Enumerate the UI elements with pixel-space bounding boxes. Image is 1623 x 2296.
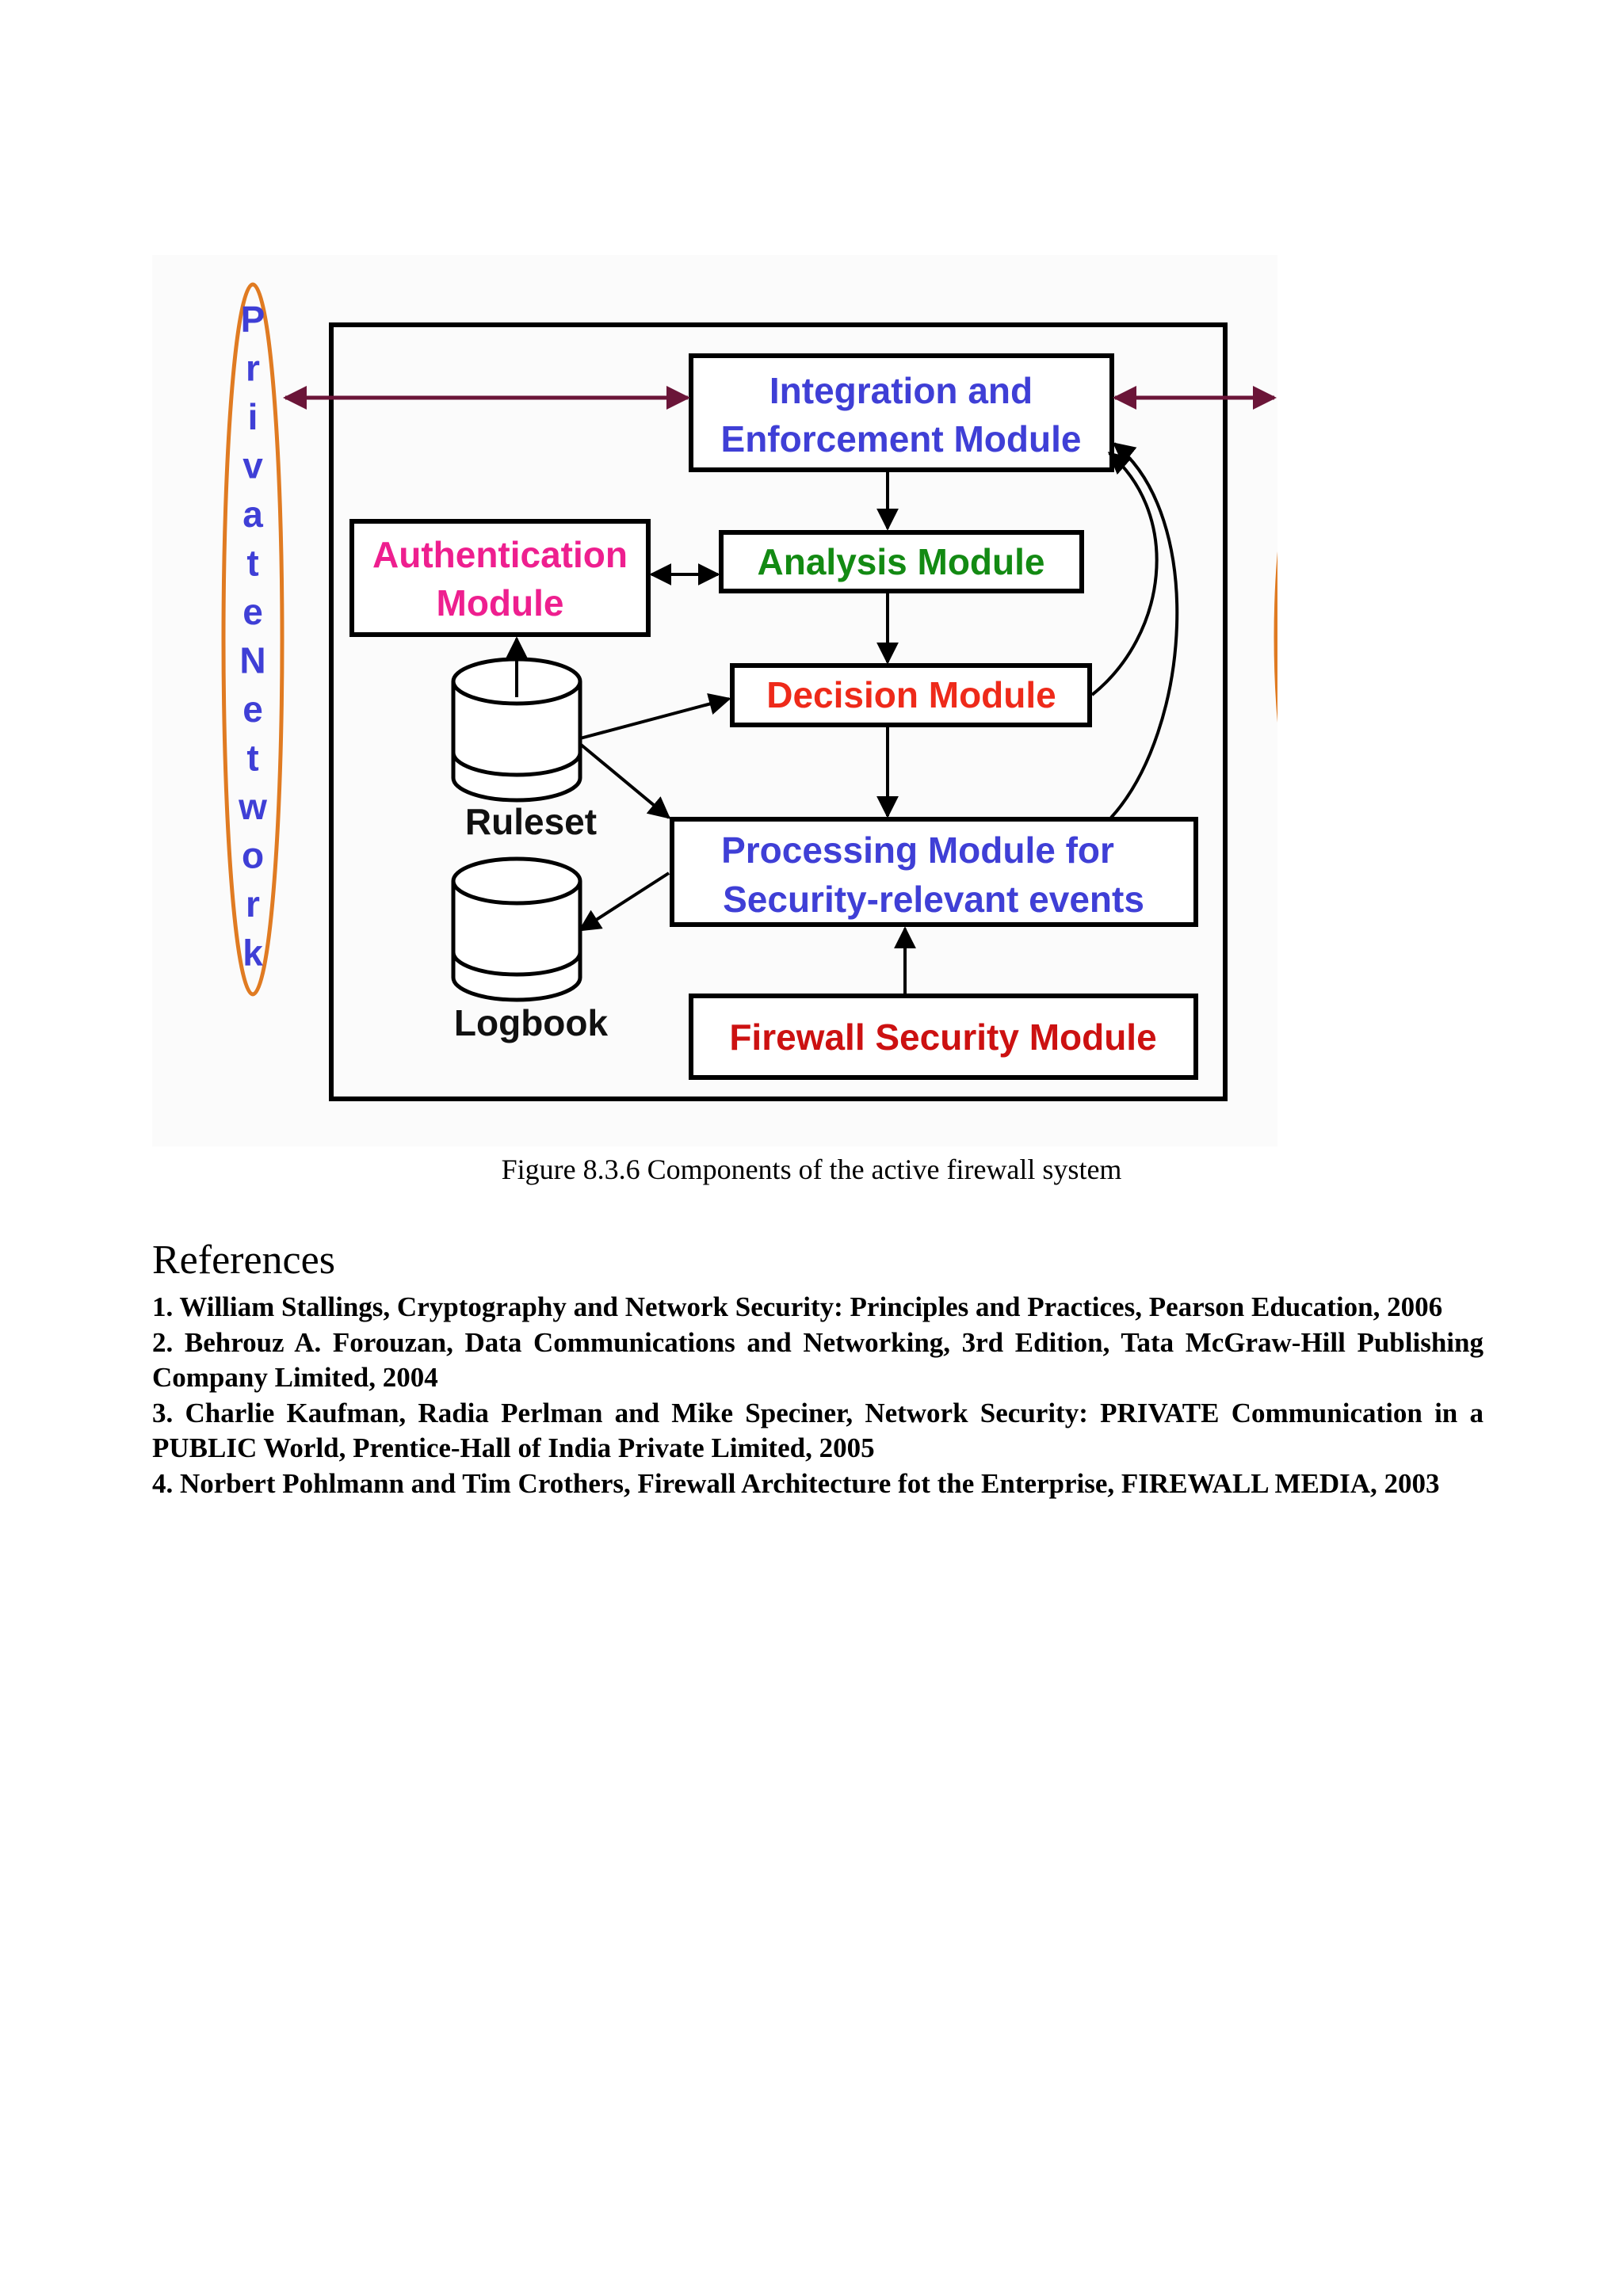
analysis-label: Analysis Module xyxy=(758,541,1045,582)
firewall-security-module-box xyxy=(689,994,1198,1080)
authentication-line2: Module xyxy=(437,582,564,624)
ruleset-cylinder-icon xyxy=(451,657,582,803)
private-network-ellipse xyxy=(221,282,285,997)
authentication-module-box xyxy=(349,519,651,637)
arrow-processing-to-integration xyxy=(1109,442,1179,819)
integration-line2: Enforcement Module xyxy=(721,418,1082,460)
decision-label: Decision Module xyxy=(766,674,1056,715)
internet-ellipse xyxy=(1274,551,1277,723)
arrow-ruleset-to-decision xyxy=(579,692,731,740)
processing-line2: Security-relevant events xyxy=(723,879,1144,920)
reference-item: 2. Behrouz A. Forouzan, Data Communicati… xyxy=(152,1326,1484,1394)
figure-caption: Figure 8.3.6 Components of the active fi… xyxy=(501,1154,1122,1185)
system-frame xyxy=(329,322,1228,1101)
logbook-label: Logbook xyxy=(454,1002,609,1043)
analysis-module-box xyxy=(719,530,1084,593)
reference-item: 4. Norbert Pohlmann and Tim Crothers, Fi… xyxy=(152,1467,1440,1499)
decision-module-box xyxy=(730,663,1092,727)
arrow-ruleset-to-processing xyxy=(579,742,671,819)
integration-line1: Integration and xyxy=(769,370,1033,411)
references-list: 1. William Stallings, Cryptography and N… xyxy=(152,1290,1484,1501)
references-heading: References xyxy=(152,1238,335,1283)
arrow-decision-to-integration xyxy=(1090,452,1159,696)
reference-item: 1. William Stallings, Cryptography and N… xyxy=(152,1291,1443,1322)
firewall-label: Firewall Security Module xyxy=(729,1016,1156,1058)
processing-line1: Processing Module for xyxy=(721,830,1114,871)
reference-item: 3. Charlie Kaufman, Radia Perlman and Mi… xyxy=(152,1397,1484,1464)
logbook-cylinder-icon xyxy=(451,856,582,1002)
processing-module-box xyxy=(670,817,1198,927)
arrow-processing-to-logbook xyxy=(578,871,670,932)
ruleset-label: Ruleset xyxy=(465,801,597,842)
authentication-line1: Authentication xyxy=(372,534,628,575)
integration-enforcement-module-box xyxy=(689,353,1114,472)
